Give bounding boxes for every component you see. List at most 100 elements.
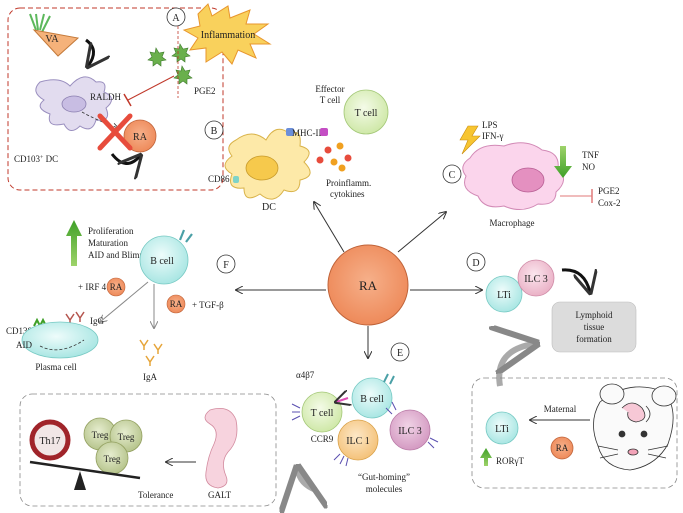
- center-ra-circle: [327, 244, 409, 326]
- e-t-cell-label: T cell: [311, 408, 334, 419]
- effector-t-label-1: Effector: [315, 84, 344, 94]
- dc-label: DC: [262, 202, 276, 213]
- arrow-to-c: [397, 212, 446, 253]
- aid-blimp-label: AID and Blimp-1: [88, 250, 152, 260]
- integrin-label: α4β7: [296, 370, 315, 380]
- tgf-ra-circle: [166, 294, 186, 314]
- gut-homing-receptor-icons: [291, 401, 439, 467]
- lti-label: LTi: [497, 290, 511, 301]
- lti2-cell-circle: [485, 411, 519, 445]
- panel-e-letter: E: [397, 348, 403, 359]
- panel-a: A VA Inflammation PGE2 RALDH RA: [7, 3, 272, 191]
- panel-a-box: [7, 7, 224, 191]
- ilc3-cell-circle: [517, 259, 555, 297]
- plasma-cell-ellipse: [21, 321, 99, 359]
- e-b-to-t-arrow: [336, 398, 348, 402]
- rorgt-up-arrow-icon: [480, 448, 492, 466]
- gut-homing-label-1: “Gut-homing”: [358, 472, 410, 482]
- effector-t-cell-label: T cell: [355, 108, 378, 119]
- lti-cell-circle: [485, 275, 523, 313]
- galt-label: GALT: [208, 490, 232, 500]
- lps-label: LPS: [482, 120, 498, 130]
- gut-homing-gray-curved-arrow: [298, 470, 316, 490]
- mhc-ii-receptor-icon: [286, 128, 294, 136]
- maternal-box: [471, 377, 678, 489]
- b-to-plasma-arrow: [100, 281, 149, 322]
- ra-feedback-curved-arrow: [110, 154, 140, 164]
- irf4-ra-circle: [106, 277, 126, 297]
- inflammation-burst-icon: [182, 3, 272, 65]
- e-b-cell-circle: [351, 377, 393, 419]
- panel-a-letter: A: [172, 13, 180, 24]
- arrow-to-b: [314, 202, 345, 253]
- irf4-ra-label: RA: [110, 282, 123, 292]
- lymphoid-label-1: Lymphoid: [575, 310, 613, 320]
- cox2-label: Cox-2: [598, 198, 621, 208]
- center-ra-label: RA: [359, 278, 378, 293]
- treg-label-1: Treg: [92, 430, 109, 440]
- va-label: VA: [45, 34, 59, 45]
- cd86-receptor-icon: [233, 176, 239, 183]
- tolerance-panel: Th17 Treg Treg Treg Tolerance GALT: [19, 393, 277, 507]
- panel-f: F Proliferation Maturation AID and Blimp…: [6, 220, 236, 382]
- f-b-cell-label: B cell: [150, 256, 174, 267]
- plasma-cell-label: Plasma cell: [35, 362, 77, 372]
- mhc-ii-label: MHC-II: [292, 128, 322, 138]
- panel-d-letter: D: [472, 258, 479, 269]
- macrophage-nucleus-icon: [511, 167, 545, 193]
- lightning-bolt-icon: [459, 125, 481, 155]
- rorgt-label: RORγT: [496, 456, 524, 466]
- mature-dc-nucleus-icon: [245, 155, 279, 181]
- d-curved-arrow: [561, 268, 590, 292]
- macrophage-label: Macrophage: [490, 218, 535, 228]
- th17-cell-circle: [29, 419, 71, 461]
- pge2-c-label: PGE2: [598, 186, 620, 196]
- tnf-label: TNF: [582, 150, 599, 160]
- pge2-label: PGE2: [194, 86, 216, 96]
- mouse-to-lymphoid-gray-arrow: [499, 344, 534, 387]
- maternal-label: Maternal: [544, 404, 577, 414]
- treg-label-3: Treg: [104, 454, 121, 464]
- f-b-cell-circle: [139, 235, 189, 285]
- cytokines-label-1: Proinflamm.: [326, 178, 371, 188]
- lti2-label: LTi: [495, 424, 509, 435]
- panel-d-letter-circle: [466, 252, 486, 272]
- panel-a-letter-circle: [166, 7, 186, 27]
- tgf-ra-label: RA: [170, 299, 183, 309]
- ccr9-label: CCR9: [311, 434, 334, 444]
- maturation-label: Maturation: [88, 238, 128, 248]
- e-ilc3-cell-circle: [389, 409, 431, 451]
- ilc3-label: ILC 3: [524, 274, 548, 285]
- panel-b-letter: B: [211, 126, 218, 137]
- va-curved-arrow: [86, 38, 94, 66]
- lymphoid-label-2: tissue: [584, 322, 605, 332]
- proliferation-label: Proliferation: [88, 226, 134, 236]
- treg-label-2: Treg: [118, 432, 135, 442]
- proliferation-up-arrow-icon: [66, 220, 82, 266]
- dc-to-ra-dashed-arrow: [81, 111, 118, 128]
- gut-homing-label-2: molecules: [366, 484, 403, 494]
- cytokines-label-2: cytokines: [330, 189, 365, 199]
- pge2-star-icons: [147, 43, 193, 85]
- tcr-receptor-icon: [320, 128, 328, 136]
- center-arrows: [236, 202, 482, 358]
- iga-label: IgA: [143, 372, 157, 382]
- panel-a-ra-label: RA: [133, 132, 148, 143]
- panel-f-letter: F: [223, 260, 229, 271]
- panel-c-letter-circle: [442, 164, 462, 184]
- e-b-receptor-icon: [383, 373, 395, 385]
- galt-intestine-icon: [204, 407, 238, 489]
- igg-antibody-icons: [65, 311, 85, 324]
- th17-label: Th17: [39, 436, 60, 447]
- tolerance-box: [19, 393, 277, 507]
- tgf-label: + TGF-β: [192, 300, 224, 310]
- irf4-label: + IRF 4: [78, 282, 107, 292]
- f-b-receptor-icon: [178, 229, 193, 243]
- tolerance-label: Tolerance: [138, 490, 173, 500]
- block-x-icon: [97, 113, 133, 151]
- e-ilc1-cell-circle: [337, 419, 379, 461]
- ifn-label: IFN-γ: [482, 131, 503, 141]
- inflammation-label: Inflammation: [201, 30, 255, 41]
- vitamin-a-carrot-icon: VA: [29, 13, 80, 57]
